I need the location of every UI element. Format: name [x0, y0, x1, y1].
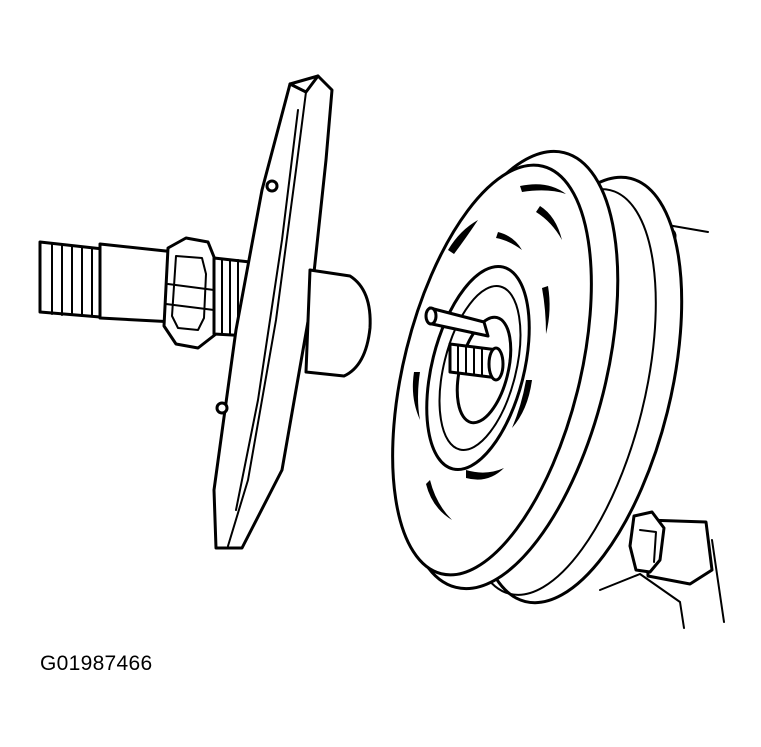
puller-tool: [38, 74, 372, 550]
hub-key-pin: [424, 306, 490, 338]
compressor-mount-bolt: [628, 510, 714, 586]
puller-tip: [304, 268, 372, 378]
puller-plate: [212, 74, 334, 550]
compressor-body-edge: [599, 221, 725, 629]
plate-bolt-lower: [215, 401, 229, 415]
clutch-face-slots: [412, 184, 566, 520]
puller-hex-nut: [162, 236, 218, 350]
plate-bolt-upper: [265, 179, 279, 193]
clutch-pulley-assembly: [391, 149, 725, 629]
center-threaded-stud: [448, 342, 505, 382]
figure-id-label: G01987466: [40, 652, 153, 675]
